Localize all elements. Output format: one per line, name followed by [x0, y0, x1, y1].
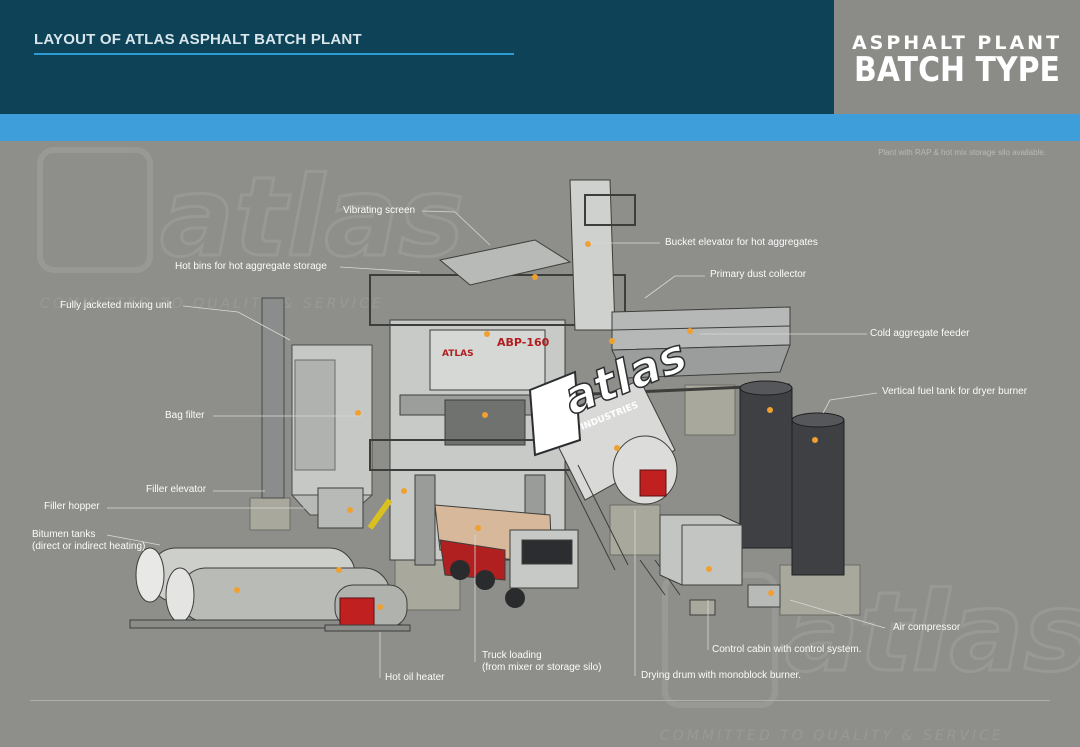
- label-vibrating-screen: Vibrating screen: [343, 205, 416, 216]
- control-cabin: [659, 514, 743, 616]
- watermark-top-left: atlas COMMITTED TO QUALITY & SERVICE: [37, 147, 466, 312]
- label-filler-elevator: Filler elevator: [146, 484, 207, 495]
- label-hot-bins: Hot bins for hot aggregate storage: [175, 261, 327, 272]
- label-control-cabin: Control cabin with control system.: [712, 644, 862, 655]
- label-hot-oil-heater: Hot oil heater: [385, 672, 445, 683]
- bucket-elevator: [569, 179, 636, 331]
- fuel-tanks: [739, 380, 845, 576]
- svg-text:COMMITTED TO QUALITY & SERVICE: COMMITTED TO QUALITY & SERVICE: [660, 728, 1004, 744]
- bag-filter: [261, 297, 374, 516]
- availability-note: Plant with RAP & hot mix storage silo av…: [878, 148, 1046, 157]
- leader-lines: [106, 210, 886, 678]
- cold-feeder: [569, 306, 791, 397]
- label-truck-loading: Truck loading: [482, 650, 542, 661]
- stairway: [564, 464, 681, 596]
- bottom-divider: [30, 700, 1050, 701]
- plant-type-badge: ASPHALT PLANT BATCH TYPE: [834, 0, 1080, 114]
- plant-diagram: atlas COMMITTED TO QUALITY & SERVICE atl…: [37, 147, 1080, 745]
- label-bitumen-tanks: Bitumen tanks: [32, 529, 96, 540]
- air-compressor: [747, 584, 781, 608]
- svg-text:ABP-160: ABP-160: [497, 336, 550, 349]
- svg-text:atlas: atlas: [160, 153, 464, 281]
- label-bitumen-heating: (direct or indirect heating): [32, 541, 146, 552]
- label-cold-aggregate-feeder: Cold aggregate feeder: [870, 328, 970, 339]
- badge-line-1: ASPHALT PLANT: [851, 32, 1063, 54]
- title-underline: [34, 53, 514, 55]
- label-drying-drum: Drying drum with monoblock burner.: [641, 670, 802, 681]
- svg-text:ATLAS: ATLAS: [442, 349, 474, 359]
- watermark-bottom-right: atlas COMMITTED TO QUALITY & SERVICE: [660, 567, 1080, 745]
- label-vertical-fuel-tank: Vertical fuel tank for dryer burner: [882, 386, 1028, 397]
- page-title: LAYOUT OF ATLAS ASPHALT BATCH PLANT: [34, 31, 362, 48]
- filler-system: [317, 487, 393, 530]
- hot-oil-heater: [324, 584, 411, 632]
- label-bag-filter: Bag filter: [165, 410, 205, 421]
- label-truck-loading-source: (from mixer or storage silo): [482, 662, 602, 673]
- badge-line-2: BATCH TYPE: [854, 50, 1060, 90]
- truck: [434, 504, 579, 608]
- label-mixing-unit: Fully jacketed mixing unit: [60, 300, 172, 311]
- accent-stripe: [0, 114, 1080, 141]
- label-bucket-elevator: Bucket elevator for hot aggregates: [665, 237, 818, 248]
- label-primary-dust-collector: Primary dust collector: [710, 269, 807, 280]
- plant-sign: ATLAS ABP-160: [442, 336, 550, 359]
- label-air-compressor: Air compressor: [893, 622, 961, 633]
- svg-text:COMMITTED TO QUALITY & SERVICE: COMMITTED TO QUALITY & SERVICE: [40, 296, 384, 312]
- header-banner: LAYOUT OF ATLAS ASPHALT BATCH PLANT: [0, 0, 834, 114]
- label-filler-hopper: Filler hopper: [44, 501, 100, 512]
